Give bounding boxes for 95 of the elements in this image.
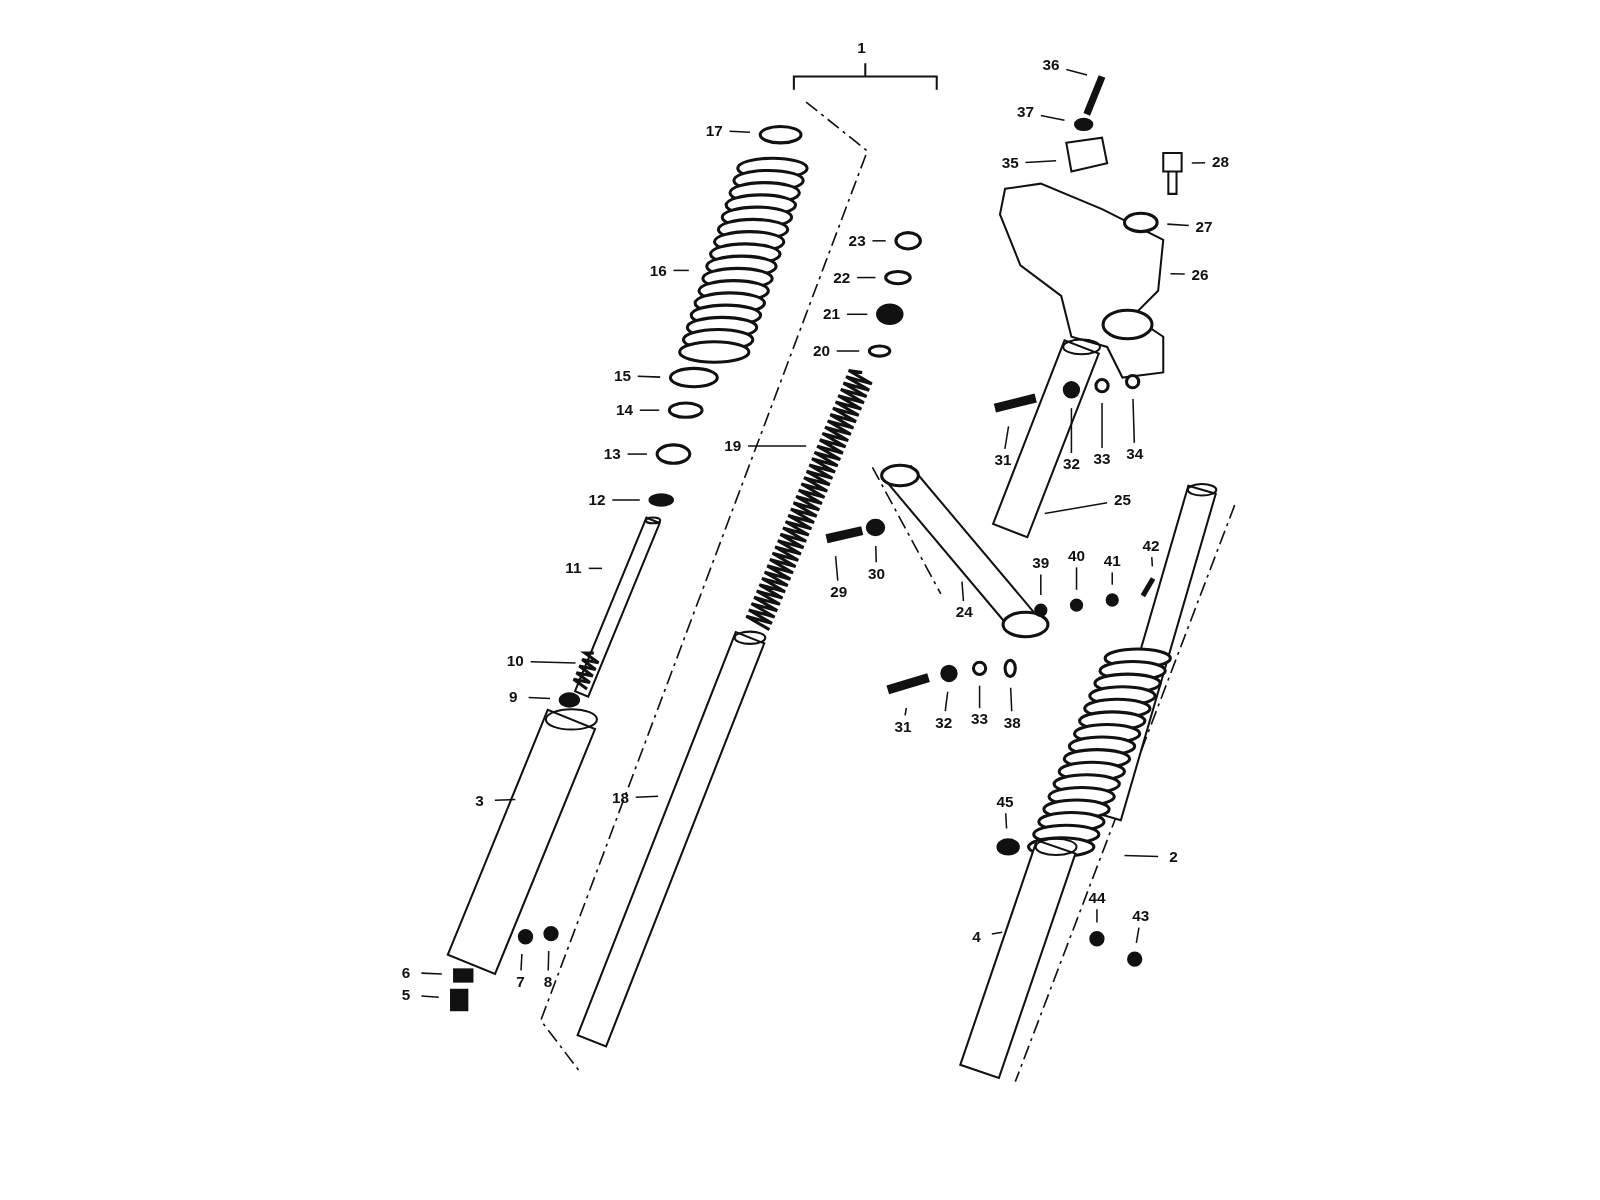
callout-number: 45 — [991, 792, 1019, 812]
leader-line — [728, 130, 751, 133]
leader-line — [846, 313, 869, 316]
callout-number: 9 — [500, 687, 527, 707]
callout-number: 21 — [818, 305, 845, 324]
leader-line — [1132, 398, 1136, 444]
leader-line — [834, 555, 839, 582]
leader-line — [1024, 160, 1057, 164]
callout-number: 40 — [1063, 546, 1090, 566]
callout-number: 41 — [1098, 552, 1126, 571]
leader-line — [420, 972, 443, 975]
callout-number: 16 — [644, 261, 672, 280]
callout-number: 19 — [719, 436, 746, 456]
callout-number: 12 — [583, 490, 611, 510]
callout-number: 18 — [607, 788, 634, 808]
leader-line — [494, 798, 517, 802]
leader-line — [1040, 114, 1066, 122]
callout-number: 22 — [828, 268, 856, 287]
leader-line — [626, 453, 648, 455]
callout-number: 17 — [701, 121, 728, 140]
leader-line — [1009, 686, 1013, 712]
leader-line — [1135, 926, 1140, 944]
callout-number: 34 — [1121, 444, 1148, 464]
callout-number: 11 — [560, 559, 587, 578]
callout-number: 39 — [1027, 554, 1055, 573]
callout-number: 31 — [889, 717, 917, 736]
callout-number: 29 — [825, 582, 853, 601]
callout-number: 27 — [1190, 217, 1218, 236]
callout-number: 32 — [930, 713, 958, 732]
leader-line — [1043, 501, 1108, 515]
leader-line — [1166, 223, 1190, 227]
leader-line — [1111, 571, 1113, 586]
leader-line — [1123, 854, 1159, 858]
callout-number: 25 — [1109, 490, 1136, 510]
leader-line — [611, 499, 641, 501]
callout-number: 14 — [611, 401, 638, 420]
callout-number: 38 — [998, 713, 1026, 732]
leader-line — [1075, 566, 1078, 591]
callout-number: 4 — [963, 927, 990, 946]
callout-number: 8 — [534, 972, 562, 991]
leader-line — [1096, 908, 1098, 924]
callout-number: 7 — [507, 972, 534, 991]
callout-number: 26 — [1186, 265, 1214, 284]
leader-line — [1065, 68, 1088, 76]
callout-number: 6 — [392, 963, 420, 982]
leader-line — [875, 545, 877, 563]
callout-number: 35 — [996, 154, 1024, 173]
leader-line — [904, 707, 908, 717]
callout-number: 30 — [863, 564, 890, 583]
callout-number: 36 — [1037, 56, 1065, 75]
leader-line — [944, 691, 949, 712]
leader-line — [747, 445, 807, 447]
leader-line — [547, 950, 550, 972]
leader-line — [871, 240, 887, 242]
callout-number: 13 — [598, 444, 626, 464]
leader-line — [835, 350, 860, 352]
callout-number: 43 — [1127, 907, 1155, 926]
callout-number: 33 — [1088, 450, 1116, 469]
callout-number: 20 — [808, 341, 835, 361]
leader-line — [639, 409, 660, 411]
leader-line — [856, 276, 877, 279]
leader-line — [978, 684, 981, 709]
callout-number: 1 — [857, 38, 866, 58]
leader-line — [1004, 812, 1008, 830]
leader-line — [529, 660, 577, 664]
leader-line — [588, 567, 603, 570]
callout-number: 3 — [466, 791, 493, 811]
callout-number: 33 — [966, 710, 993, 729]
leader-line — [1151, 556, 1154, 568]
leader-line — [991, 931, 1003, 935]
callout-number: 32 — [1058, 455, 1085, 474]
leader-line — [637, 375, 661, 378]
callout-number: 28 — [1207, 153, 1234, 172]
callout-number: 10 — [502, 652, 529, 671]
callout-number: 44 — [1083, 888, 1111, 908]
leader-line — [1191, 161, 1206, 164]
callout-number: 24 — [951, 603, 978, 622]
leader-line — [672, 269, 690, 272]
leader-line — [527, 696, 551, 700]
callout-number: 5 — [392, 985, 420, 1005]
callout-number: 15 — [609, 366, 636, 385]
leader-line — [1101, 402, 1103, 449]
leader-line — [420, 995, 440, 998]
callout-number: 37 — [1012, 103, 1039, 122]
callout-number: 42 — [1137, 536, 1165, 556]
leader-line — [634, 795, 659, 799]
leader-line — [961, 580, 965, 602]
leader-line — [520, 953, 523, 972]
callout-number: 23 — [843, 231, 871, 250]
callout-number: 2 — [1160, 847, 1187, 867]
leader-line — [1040, 573, 1042, 596]
leader-line — [1169, 272, 1186, 275]
leader-line — [1070, 407, 1073, 454]
leader-line — [1004, 425, 1010, 450]
callout-number: 31 — [989, 451, 1017, 470]
